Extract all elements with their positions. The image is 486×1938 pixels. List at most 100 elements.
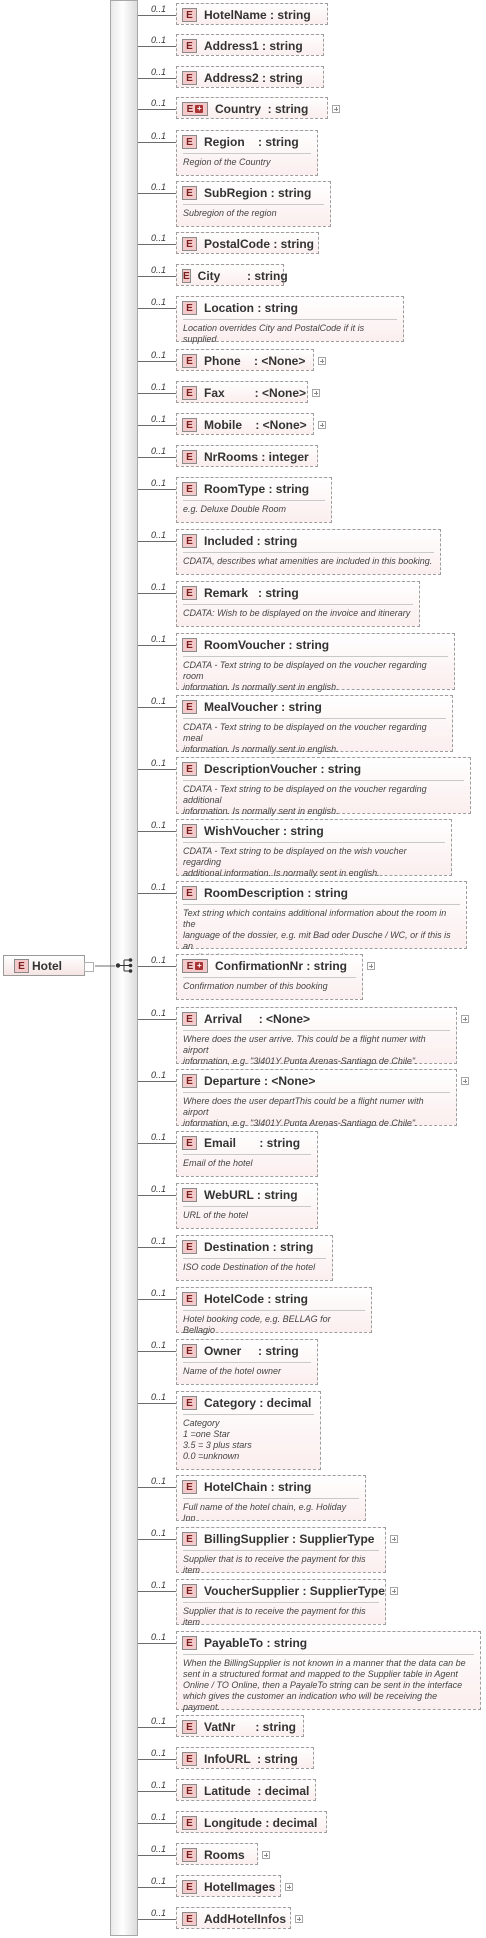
occurrence-label: 0..1 [151, 1812, 167, 1822]
branch-connector [138, 489, 176, 490]
expand-icon[interactable] [332, 105, 340, 113]
sequence-compositor-icon[interactable] [115, 956, 134, 975]
element-badge-letter: E [186, 1913, 193, 1925]
element-badge-letter: E [186, 1397, 193, 1409]
branch-connector [138, 142, 176, 143]
element-label: WishVoucher : string [204, 824, 324, 838]
element-badge-icon: E [182, 1584, 197, 1598]
element-badge-icon: E [182, 301, 197, 315]
element-badge-icon: E [182, 186, 197, 200]
element-documentation: CDATA - Text string to be displayed on t… [183, 780, 464, 819]
occurrence-label: 0..1 [151, 233, 167, 243]
element-documentation: Subregion of the region [183, 204, 324, 221]
element-documentation: Location overrides City and PostalCode i… [183, 319, 397, 347]
root-collapse-icon[interactable] [84, 962, 94, 972]
expand-icon[interactable] [295, 1915, 303, 1923]
branch-connector [138, 1081, 176, 1082]
element-label: AddHotelInfos [204, 1912, 286, 1926]
branch-connector [138, 457, 176, 458]
branch-connector [138, 1351, 176, 1352]
expand-icon[interactable] [262, 1851, 270, 1859]
element-badge-letter: E [186, 1817, 193, 1829]
expand-icon[interactable] [390, 1587, 398, 1595]
element-node[interactable]: E+Country : string [176, 97, 328, 119]
element-label: Departure : <None> [204, 1074, 316, 1088]
expand-icon[interactable] [318, 421, 326, 429]
expand-icon[interactable] [461, 1077, 469, 1085]
element-label: RoomDescription : string [204, 886, 349, 900]
expand-icon[interactable] [367, 962, 375, 970]
expand-icon[interactable] [390, 1535, 398, 1543]
occurrence-label: 0..1 [151, 1070, 167, 1080]
element-badge-icon: E [182, 1012, 197, 1026]
element-label: Email : string [204, 1136, 301, 1150]
expand-icon[interactable] [285, 1883, 293, 1891]
occurrence-label: 0..1 [151, 820, 167, 830]
element-label: Category : decimal [204, 1396, 312, 1410]
element-badge-icon: E [182, 1720, 197, 1734]
expand-icon[interactable] [318, 357, 326, 365]
element-badge-letter: E [186, 302, 193, 314]
element-badge-letter: E [186, 639, 193, 651]
element-badge-letter: E [186, 1075, 193, 1087]
element-label: City : string [197, 269, 288, 283]
element-badge-letter: E [186, 825, 193, 837]
expand-icon[interactable] [312, 389, 320, 397]
root-element-hotel[interactable]: E Hotel [3, 955, 94, 976]
expand-icon[interactable] [461, 1015, 469, 1023]
element-label: HotelName : string [204, 8, 311, 22]
element-badge-icon: E [182, 1880, 197, 1894]
occurrence-label: 0..1 [151, 758, 167, 768]
element-label: WebURL : string [204, 1188, 298, 1202]
element-header: E WishVoucher : string [177, 820, 451, 842]
element-badge-letter: E [186, 960, 194, 972]
element-badge-letter: E [186, 483, 193, 495]
element-documentation: Supplier that is to receive the payment … [183, 1602, 379, 1630]
element-node[interactable]: E AddHotelInfos [176, 1907, 291, 1929]
